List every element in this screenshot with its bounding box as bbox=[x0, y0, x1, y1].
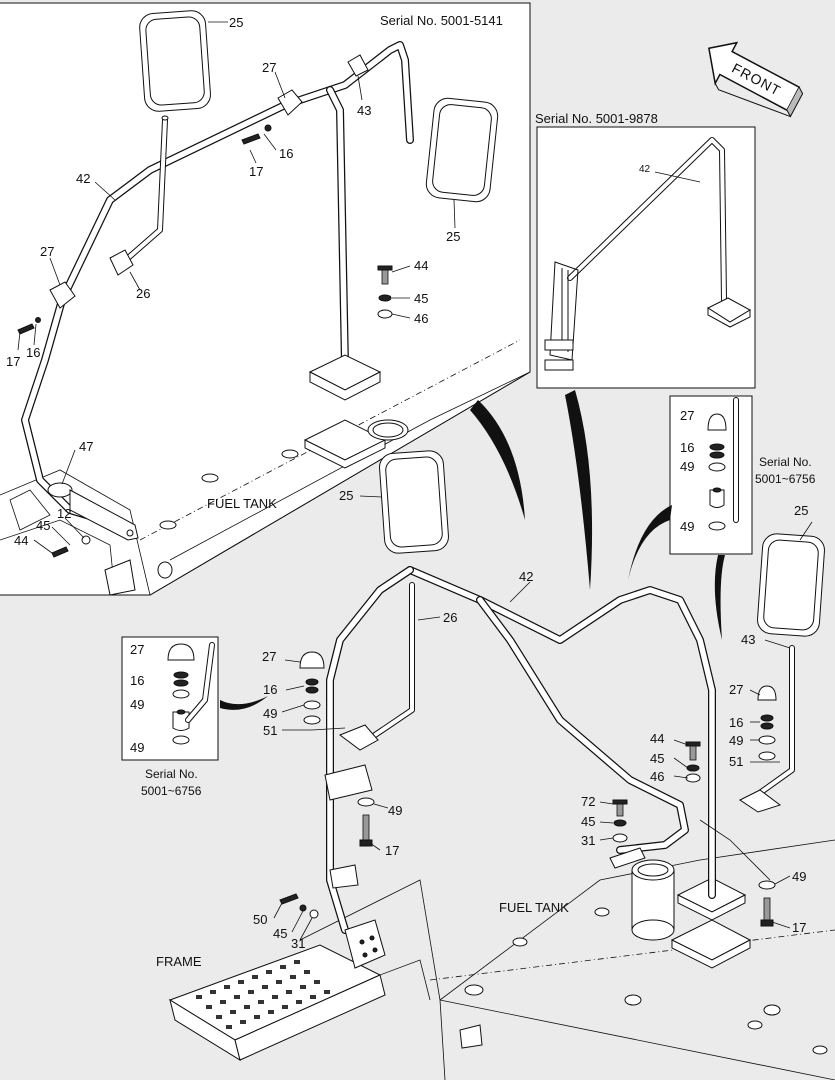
label-49-li-b: 49 bbox=[130, 740, 144, 755]
label-44-a: 44 bbox=[414, 258, 428, 273]
label-49-ri-a: 49 bbox=[680, 459, 694, 474]
label-72: 72 bbox=[581, 794, 595, 809]
label-16-c: 16 bbox=[263, 682, 277, 697]
label-51-a: 51 bbox=[263, 723, 277, 738]
label-49-f: 49 bbox=[792, 869, 806, 884]
label-31-a: 31 bbox=[581, 833, 595, 848]
label-17-b: 17 bbox=[6, 354, 20, 369]
label-27-a: 27 bbox=[262, 60, 276, 75]
label-27-b: 27 bbox=[40, 244, 54, 259]
mirror-25-top-right bbox=[425, 97, 499, 203]
label-49-ri-b: 49 bbox=[680, 519, 694, 534]
label-45-b: 45 bbox=[36, 518, 50, 533]
label-25-c: 25 bbox=[339, 488, 353, 503]
label-16-ri: 16 bbox=[680, 440, 694, 455]
mirror-25-bottom-right bbox=[757, 533, 825, 637]
frame-label: FRAME bbox=[156, 954, 202, 969]
label-42-inset: 42 bbox=[639, 164, 651, 175]
label-45-d: 45 bbox=[581, 814, 595, 829]
serial-top-right: Serial No. 5001-9878 bbox=[535, 111, 658, 126]
label-16-li: 16 bbox=[130, 673, 144, 688]
label-42-a: 42 bbox=[76, 171, 90, 186]
label-27-d: 27 bbox=[729, 682, 743, 697]
mirror-25-bottom-left bbox=[379, 450, 449, 554]
label-25-a: 25 bbox=[229, 15, 243, 30]
label-49-li-a: 49 bbox=[130, 697, 144, 712]
front-arrow: FRONT bbox=[708, 41, 804, 118]
label-17-c: 17 bbox=[385, 843, 399, 858]
label-43-a: 43 bbox=[357, 103, 371, 118]
serial-top-left: Serial No. 5001-5141 bbox=[380, 13, 503, 28]
label-50: 50 bbox=[253, 912, 267, 927]
label-51-b: 51 bbox=[729, 754, 743, 769]
label-26-a: 26 bbox=[136, 286, 150, 301]
label-25-d: 25 bbox=[794, 503, 808, 518]
serial-inset-right-line: Serial No.5001~6756 bbox=[755, 455, 816, 486]
label-44-b: 44 bbox=[14, 533, 28, 548]
label-46-a: 46 bbox=[414, 311, 428, 326]
label-49-d: 49 bbox=[388, 803, 402, 818]
label-16-d: 16 bbox=[729, 715, 743, 730]
label-45-a: 45 bbox=[414, 291, 428, 306]
label-45-e: 45 bbox=[273, 926, 287, 941]
label-27-c: 27 bbox=[262, 649, 276, 664]
label-46-b: 46 bbox=[650, 769, 664, 784]
serial-inset-left: Serial No.5001~6756 bbox=[141, 767, 202, 798]
label-43-b: 43 bbox=[741, 632, 755, 647]
label-17-d: 17 bbox=[792, 920, 806, 935]
mirror-25-top bbox=[139, 10, 211, 112]
label-45-c: 45 bbox=[650, 751, 664, 766]
label-17-a: 17 bbox=[249, 164, 263, 179]
fuel-tank-label-top: FUEL TANK bbox=[207, 496, 277, 511]
label-26-b: 26 bbox=[443, 610, 457, 625]
label-44-c: 44 bbox=[650, 731, 664, 746]
label-16-a: 16 bbox=[279, 146, 293, 161]
label-27-li: 27 bbox=[130, 642, 144, 657]
label-25-b: 25 bbox=[446, 229, 460, 244]
fuel-tank-label-bottom: FUEL TANK bbox=[499, 900, 569, 915]
label-31-b: 31 bbox=[291, 936, 305, 951]
label-49-e: 49 bbox=[729, 733, 743, 748]
label-12-a: 12 bbox=[57, 506, 71, 521]
label-49-c: 49 bbox=[263, 706, 277, 721]
label-27-ri: 27 bbox=[680, 408, 694, 423]
label-16-b: 16 bbox=[26, 345, 40, 360]
label-42-b: 42 bbox=[519, 569, 533, 584]
label-47-a: 47 bbox=[79, 439, 93, 454]
